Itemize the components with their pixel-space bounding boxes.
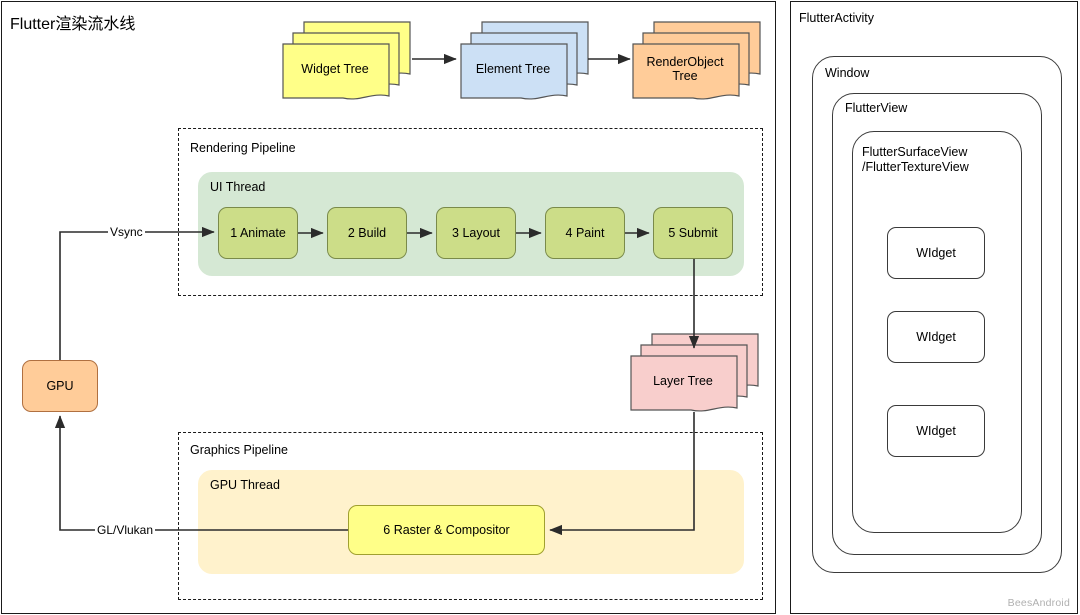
widget-box-3[interactable]: WIdget: [887, 405, 985, 457]
step-submit[interactable]: 5 Submit: [653, 207, 733, 259]
watermark: BeesAndroid: [1007, 597, 1070, 609]
layer-tree-shape: Layer Tree: [630, 330, 760, 412]
renderobject-tree-shape: RenderObject Tree: [632, 18, 762, 100]
widget-box-1[interactable]: WIdget: [887, 227, 985, 279]
flutter-surface-view-box: [852, 131, 1022, 533]
step-build[interactable]: 2 Build: [327, 207, 407, 259]
window-label: Window: [825, 66, 870, 80]
gpu-box[interactable]: GPU: [22, 360, 98, 412]
page-title: Flutter渲染流水线: [10, 16, 136, 33]
gl-vulkan-edge-label: GL/Vlukan: [95, 523, 156, 537]
widget-box-2[interactable]: WIdget: [887, 311, 985, 363]
flutter-surface-view-label: FlutterSurfaceView /FlutterTextureView: [862, 145, 969, 174]
rendering-pipeline-label: Rendering Pipeline: [190, 141, 296, 155]
step-raster-compositor[interactable]: 6 Raster & Compositor: [348, 505, 545, 555]
flutter-view-box: [832, 93, 1042, 555]
window-box: [812, 56, 1062, 573]
ui-thread-label: UI Thread: [210, 180, 266, 194]
widget-tree-shape: Widget Tree: [282, 18, 412, 100]
element-tree-shape: Element Tree: [460, 18, 590, 100]
step-animate[interactable]: 1 Animate: [218, 207, 298, 259]
flutter-view-label: FlutterView: [845, 101, 908, 115]
vsync-edge-label: Vsync: [108, 225, 145, 239]
graphics-pipeline-label: Graphics Pipeline: [190, 443, 288, 457]
flutter-activity-title: FlutterActivity: [799, 11, 875, 25]
gpu-thread-label: GPU Thread: [210, 478, 280, 492]
rendering-pipeline-group: [178, 128, 763, 296]
step-layout[interactable]: 3 Layout: [436, 207, 516, 259]
step-paint[interactable]: 4 Paint: [545, 207, 625, 259]
